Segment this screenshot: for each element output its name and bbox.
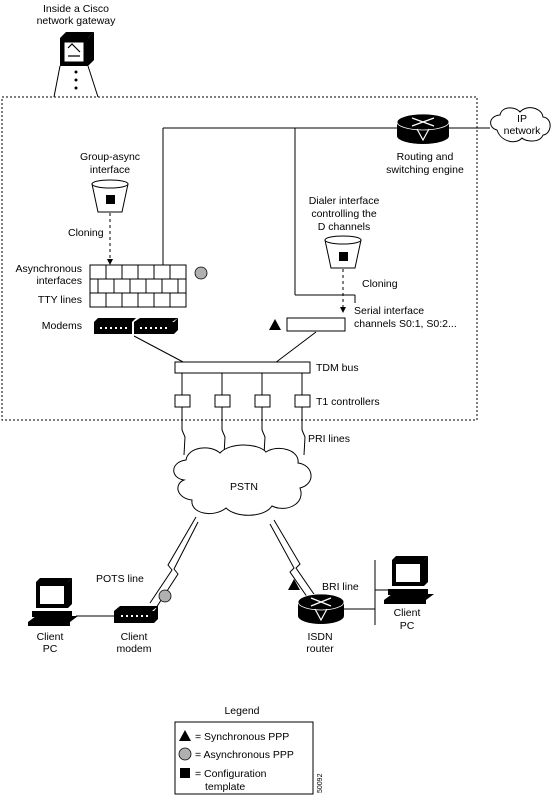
async-tty-interface-grid (89, 264, 187, 308)
pots-line-label: POTS line (96, 573, 144, 585)
routing-engine-router-icon (396, 113, 450, 144)
ip-network-cloud-icon (490, 107, 551, 143)
t1-controller-group (174, 394, 311, 408)
group-async-label-1: Group-async (80, 151, 140, 163)
dialer-cloning-label: Cloning (362, 278, 398, 290)
legend-box (174, 721, 314, 795)
legend-item-asynchronous: = Asynchronous PPP (195, 749, 294, 761)
client-pc-left-icon (28, 578, 78, 626)
tdm-bus-label: TDM bus (316, 362, 359, 374)
async-interfaces-label-2: interfaces (36, 275, 82, 287)
gateway-label-1: Inside a Cisco (43, 3, 109, 15)
tdm-bus-box (174, 361, 311, 374)
client-modem-label-1: Client (121, 631, 148, 643)
dialer-label-2: controlling the (311, 208, 377, 220)
ip-network-label-1: IP (517, 113, 527, 125)
figure-id: 50092 (317, 773, 324, 793)
client-modem-icon (114, 606, 158, 623)
routing-engine-label-2: switching engine (386, 164, 464, 176)
routing-engine-label-1: Routing and (397, 151, 454, 163)
group-async-cloning-label: Cloning (68, 227, 104, 239)
legend-item-configuration-1: = Configuration (195, 768, 267, 780)
client-pc-left-label-1: Client (37, 631, 64, 643)
group-async-label-2: interface (90, 164, 130, 176)
async-ppp-marker-pots (158, 589, 172, 603)
pots-lightning-icon (149, 516, 199, 609)
pstn-label: PSTN (230, 481, 258, 493)
legend-item-configuration-2: template (205, 781, 245, 793)
client-pc-right-label-2: PC (400, 620, 415, 632)
isdn-router-label-1: ISDN (307, 631, 332, 643)
isdn-router-icon (297, 593, 345, 624)
client-pc-left-label-2: PC (43, 643, 58, 655)
bri-lightning-icon (269, 519, 319, 605)
gateway-label-2: network gateway (37, 15, 117, 27)
async-interfaces-label-1: Asynchronous (15, 263, 82, 275)
legend-square-icon (180, 768, 190, 778)
legend-item-synchronous: = Synchronous PPP (195, 731, 289, 743)
t1-controllers-label: T1 controllers (316, 396, 380, 408)
client-pc-right-icon (384, 556, 434, 604)
modem-bank-icon (94, 318, 178, 334)
serial-label-1: Serial interface (354, 305, 424, 317)
sync-ppp-marker-gateway (269, 319, 281, 330)
dialer-label-3: D channels (318, 221, 371, 233)
sync-ppp-marker-bri (288, 579, 300, 590)
modems-label: Modems (42, 320, 82, 332)
legend-triangle-icon (179, 730, 191, 741)
dialer-template-icon (324, 235, 362, 269)
gateway-boundary (1, 96, 478, 421)
bri-line-label: BRI line (322, 581, 359, 593)
client-modem-label-2: modem (116, 643, 151, 655)
dialer-label-1: Dialer interface (309, 195, 380, 207)
pri-lines-lightning-icon (181, 407, 306, 456)
async-ppp-marker (194, 266, 208, 280)
pri-lines-label: PRI lines (308, 433, 350, 445)
group-async-template-icon (91, 179, 129, 213)
legend-circle-icon (178, 747, 192, 761)
serial-interface-box (286, 317, 346, 332)
client-pc-right-label-1: Client (394, 607, 421, 619)
gateway-box-icon (60, 32, 94, 66)
ip-network-label-2: network (504, 125, 542, 137)
serial-label-2: channels S0:1, S0:2... (354, 318, 457, 330)
pstn-cloud-icon (173, 444, 312, 516)
tty-lines-label: TTY lines (38, 294, 82, 306)
isdn-router-label-2: router (306, 643, 334, 655)
legend-title: Legend (224, 705, 259, 717)
